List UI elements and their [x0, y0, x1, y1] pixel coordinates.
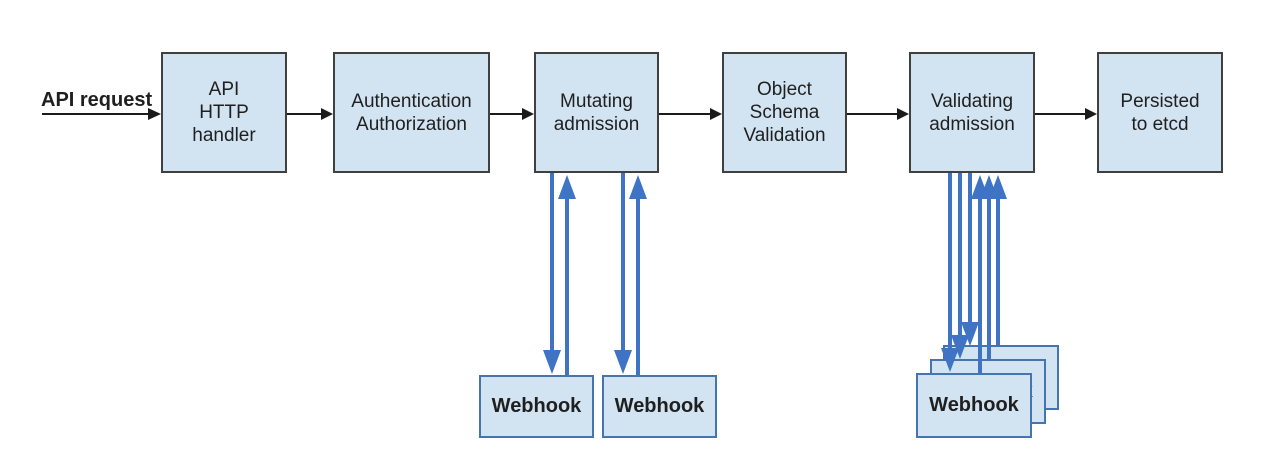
node-persisted-to-etcd-label: Persisted to etcd [1120, 90, 1200, 135]
node-authentication-authorization-label: Authentication Authorization [351, 90, 472, 135]
node-persisted-to-etcd: Persisted to etcd [1097, 52, 1223, 173]
mutating-webhook-1-call-arrow-down [543, 173, 561, 374]
node-authentication-authorization: Authentication Authorization [333, 52, 490, 173]
flow-arrow-mutating-to-schema [659, 108, 722, 120]
mutating-webhook-1-return-arrow-up [558, 175, 576, 375]
node-object-schema-validation-label: Object Schema Validation [743, 79, 826, 146]
validating-webhook-call-arrow-down-2 [951, 173, 969, 359]
webhook-box-validating-front: Webhook [916, 373, 1032, 438]
mutating-webhook-2-call-arrow-down [614, 173, 632, 374]
node-object-schema-validation: Object Schema Validation [722, 52, 847, 173]
webhook-box-validating-front-label: Webhook [929, 394, 1019, 416]
flow-arrow-schema-to-validating [847, 108, 909, 120]
validating-webhook-return-arrow-up-2 [980, 175, 998, 360]
validating-webhook-call-arrow-down-3 [961, 173, 979, 346]
node-api-http-handler-label: API HTTP handler [192, 79, 256, 146]
validating-webhook-return-arrow-up-1 [971, 175, 989, 373]
webhook-box-mutating-1: Webhook [479, 375, 594, 438]
validating-webhook-call-arrow-down-1 [941, 173, 959, 372]
webhook-box-mutating-1-label: Webhook [491, 395, 582, 417]
node-validating-admission: Validating admission [909, 52, 1035, 173]
node-mutating-admission: Mutating admission [534, 52, 659, 173]
flow-arrow-auth-to-mutating [490, 108, 534, 120]
flow-arrow-handler-to-auth [287, 108, 333, 120]
api-request-label: API request [41, 89, 153, 111]
node-validating-admission-label: Validating admission [929, 90, 1015, 135]
flow-arrow-validating-to-etcd [1035, 108, 1097, 120]
node-api-http-handler: API HTTP handler [161, 52, 287, 173]
mutating-webhook-2-return-arrow-up [629, 175, 647, 375]
webhook-box-mutating-2-label: Webhook [614, 395, 705, 417]
webhook-box-mutating-2: Webhook [602, 375, 717, 438]
validating-webhook-return-arrow-up-3 [989, 175, 1007, 346]
node-mutating-admission-label: Mutating admission [553, 90, 640, 135]
